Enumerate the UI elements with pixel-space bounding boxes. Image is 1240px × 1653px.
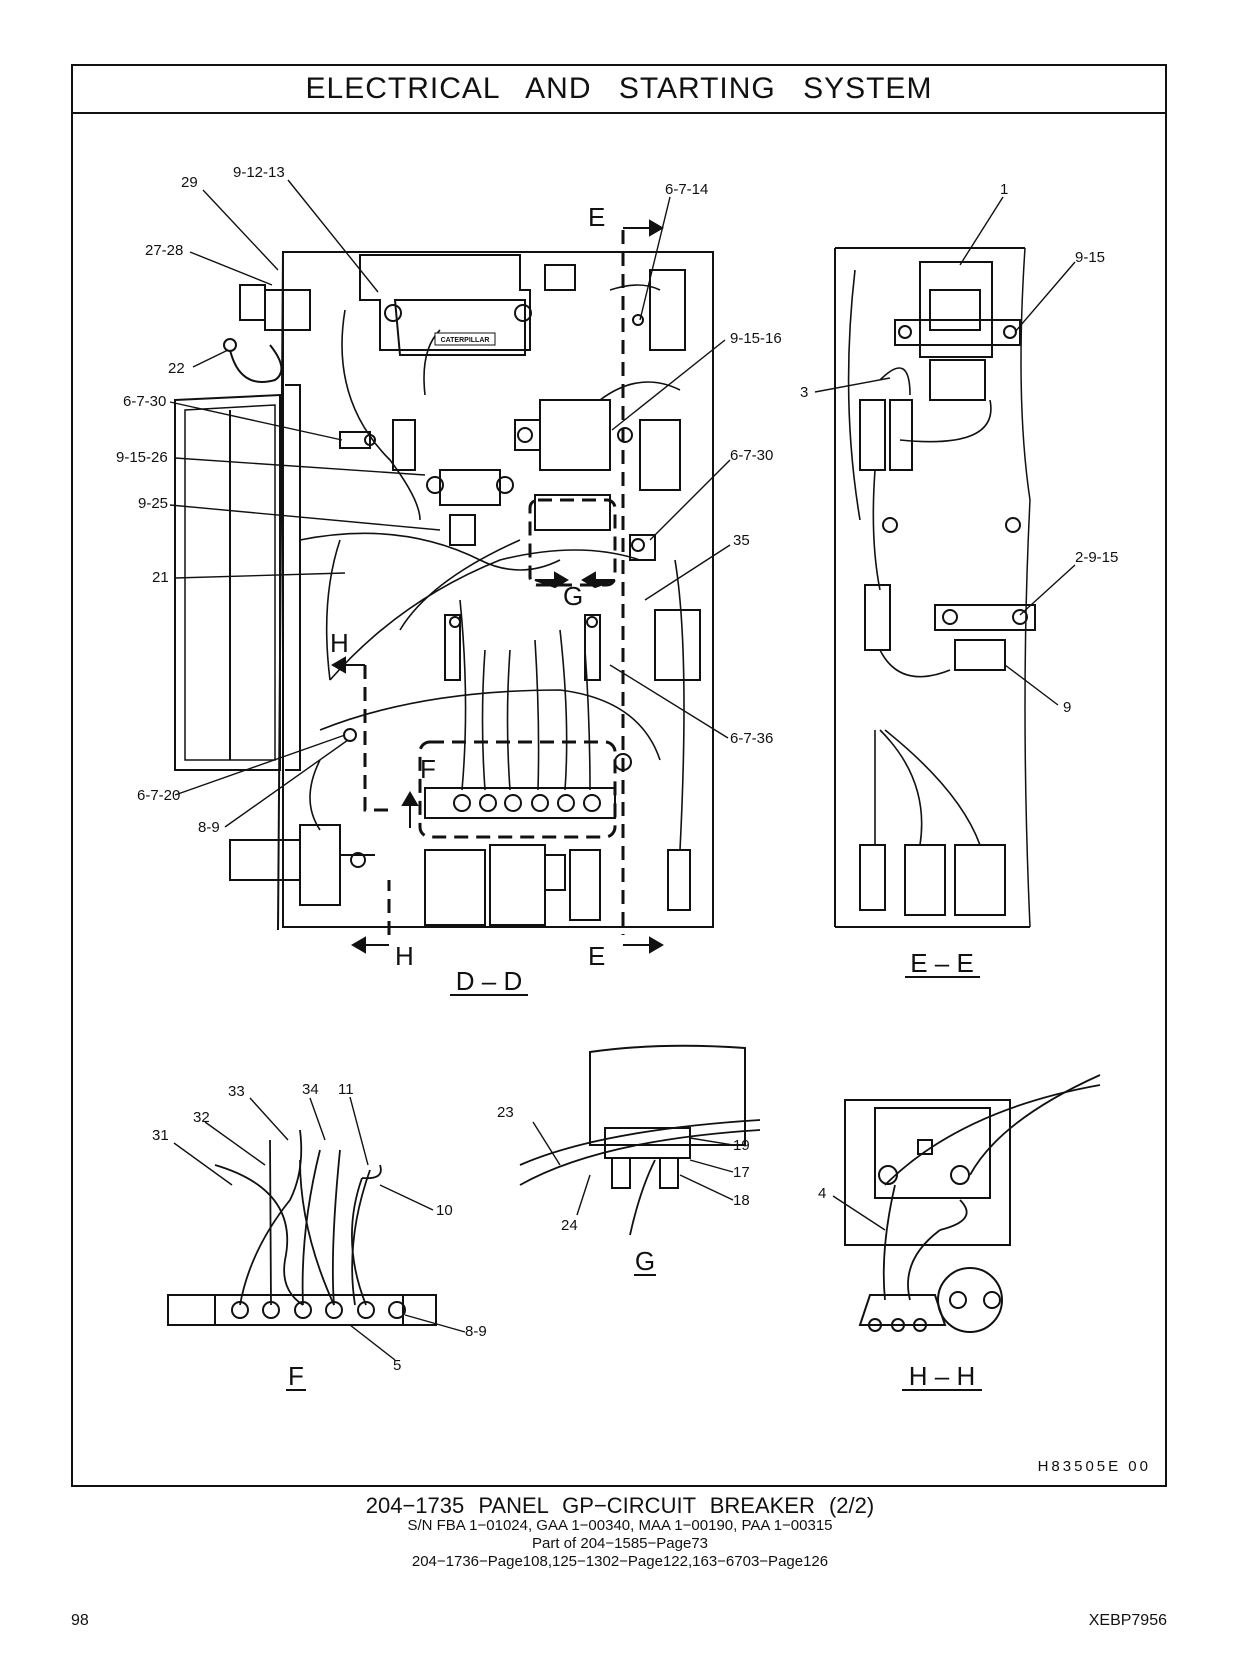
callout-29: 29	[181, 174, 198, 191]
caption-part-of: Part of 204−1585−Page73	[532, 1535, 708, 1552]
callout-10: 10	[436, 1202, 453, 1219]
callout-4: 4	[818, 1185, 826, 1202]
callout-18: 18	[733, 1192, 750, 1209]
figure-frame: ELECTRICAL AND STARTING SYSTEM H83505E 0…	[71, 64, 1167, 1487]
callout-24: 24	[561, 1217, 578, 1234]
panel-dd-drawing	[169, 179, 731, 954]
section-mark-e-bottom: E	[588, 941, 605, 971]
callout-19: 19	[733, 1137, 750, 1154]
caption-references: 204−1736−Page108,125−1302−Page122,163−67…	[411, 1553, 829, 1570]
callout-21: 21	[152, 569, 169, 586]
caterpillar-logo-plate	[434, 332, 496, 346]
callout-2-9-15: 2-9-15	[1075, 549, 1118, 566]
view-title-dd: D – D	[456, 966, 522, 996]
callout-1: 1	[1000, 181, 1008, 198]
caption-title: 204−1735 PANEL GP−CIRCUIT BREAKER (2/2)	[365, 1493, 875, 1518]
callout-11: 11	[338, 1081, 354, 1098]
panel-ee-drawing	[814, 196, 1076, 928]
callout-23: 23	[497, 1104, 514, 1121]
view-title-f: F	[288, 1361, 304, 1391]
callout-9-25: 9-25	[138, 495, 168, 512]
section-mark-h-bottom: H	[395, 941, 414, 971]
figure-title: ELECTRICAL AND STARTING SYSTEM	[73, 66, 1165, 114]
caption-serials: S/N FBA 1−01024, GAA 1−00340, MAA 1−0019…	[407, 1517, 833, 1534]
caterpillar-logo-text: CATERPILLAR	[441, 337, 490, 344]
view-title-g: G	[635, 1246, 655, 1276]
section-mark-h-left: H	[330, 628, 349, 658]
section-mark-g: G	[563, 581, 583, 611]
view-title-hh: H – H	[909, 1361, 975, 1391]
document-id: XEBP7956	[1088, 1612, 1167, 1629]
callout-9-15: 9-15	[1075, 249, 1105, 266]
section-mark-e-top: E	[588, 202, 605, 232]
callout-8-9-f: 8-9	[465, 1323, 487, 1340]
callout-9: 9	[1063, 699, 1071, 716]
view-title-ee: E – E	[910, 948, 974, 978]
figure-code: H83505E 00	[1037, 1458, 1151, 1475]
section-mark-f: F	[420, 754, 436, 784]
callout-31: 31	[152, 1127, 169, 1144]
callout-6-7-30-left: 6-7-30	[123, 393, 166, 410]
callout-6-7-36: 6-7-36	[730, 730, 773, 747]
callout-5: 5	[393, 1357, 401, 1374]
callout-6-7-20: 6-7-20	[137, 787, 180, 804]
detail-f-drawing	[167, 1096, 466, 1361]
detail-g-drawing	[519, 1044, 761, 1236]
callout-34: 34	[302, 1081, 319, 1098]
callout-27-28: 27-28	[145, 242, 183, 259]
callout-35: 35	[733, 532, 750, 549]
page-number: 98	[71, 1612, 89, 1629]
callout-9-12-13: 9-12-13	[233, 164, 285, 181]
callout-9-15-26: 9-15-26	[116, 449, 168, 466]
callout-6-7-14: 6-7-14	[665, 181, 708, 198]
detail-hh-drawing	[832, 1074, 1101, 1333]
callout-33: 33	[228, 1083, 245, 1100]
callout-3: 3	[800, 384, 808, 401]
callout-9-15-16: 9-15-16	[730, 330, 782, 347]
callout-6-7-30-right: 6-7-30	[730, 447, 773, 464]
callout-8-9: 8-9	[198, 819, 220, 836]
callout-32: 32	[193, 1109, 210, 1126]
callout-22: 22	[168, 360, 185, 377]
callout-17: 17	[733, 1164, 750, 1181]
